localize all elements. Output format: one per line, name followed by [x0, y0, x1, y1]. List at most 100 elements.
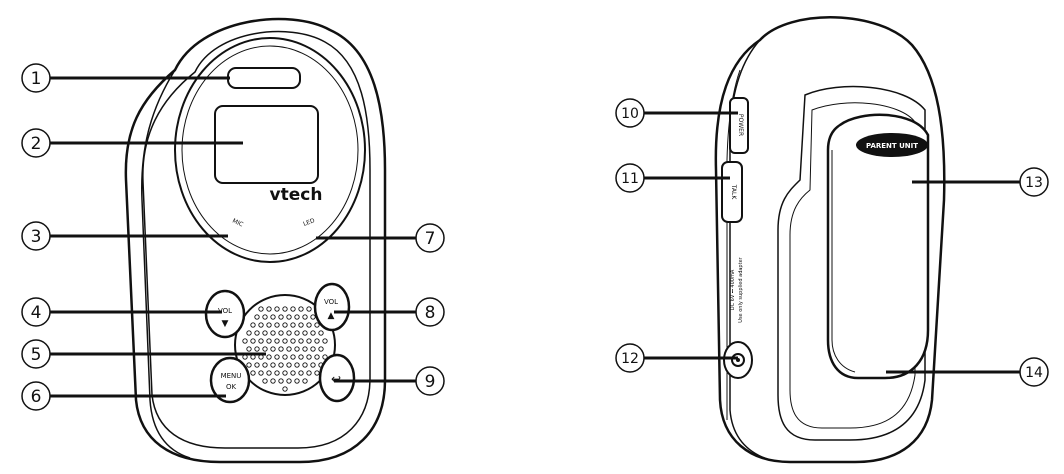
speaker-hole [250, 322, 256, 328]
callout-4: 4 [21, 297, 222, 327]
speaker-hole [278, 346, 284, 352]
callout-13: 13 [912, 167, 1049, 197]
brand-logo: vtech [270, 185, 323, 205]
power-label: POWER [737, 114, 744, 136]
speaker-hole [278, 330, 284, 336]
speaker-hole [274, 370, 280, 376]
belt-clip [826, 113, 930, 380]
down-arrow-icon: ▼ [222, 319, 229, 329]
callout-14-number: 14 [1025, 365, 1043, 381]
speaker-hole [302, 378, 308, 384]
callout-2-number: 2 [31, 134, 42, 154]
callout-12: 12 [615, 343, 738, 373]
speaker-hole [298, 354, 304, 360]
light-sensor-window [227, 67, 301, 89]
speaker-hole [294, 378, 300, 384]
menu-ok-button[interactable]: MENU OK [209, 356, 251, 404]
speaker-hole [262, 362, 268, 368]
back-button[interactable]: ↩ [318, 353, 356, 403]
speaker-hole [290, 306, 296, 312]
speaker-holes [242, 306, 328, 392]
speaker-hole [246, 362, 252, 368]
battery-cover-inner [789, 102, 916, 429]
belt-clip-shading [831, 150, 856, 373]
speaker-hole [310, 330, 316, 336]
speaker-hole [258, 306, 264, 312]
speaker-hole [246, 346, 252, 352]
speaker-hole [322, 338, 328, 344]
led-label: LED [302, 217, 316, 228]
adapter-rating-text: DC 6V ⎓ 400mA [730, 269, 736, 310]
callout-6-number: 6 [31, 387, 42, 407]
speaker-hole [282, 370, 288, 376]
speaker-hole [270, 346, 276, 352]
talk-button[interactable]: TALK [721, 161, 743, 223]
speaker-hole [274, 338, 280, 344]
speaker-hole [298, 338, 304, 344]
callout-4-number: 4 [31, 303, 42, 323]
speaker-hole [306, 354, 312, 360]
speaker-hole [254, 314, 260, 320]
speaker-hole [266, 338, 272, 344]
back-view: POWER TALK DC 6V ⎓ 400mA Use only suppli… [714, 16, 946, 464]
speaker-hole [250, 338, 256, 344]
speaker-hole [298, 370, 304, 376]
callout-10-number: 10 [621, 106, 639, 122]
callout-3-number: 3 [31, 227, 42, 247]
speaker-hole [306, 322, 312, 328]
speaker-hole [246, 330, 252, 336]
speaker-hole [318, 346, 324, 352]
vol-down-button[interactable]: VOL ▼ [204, 289, 246, 339]
callout-1-number: 1 [31, 69, 42, 89]
speaker-hole [262, 330, 268, 336]
speaker-hole [270, 378, 276, 384]
front-view: vtech MIC LED VOL ▼ MENU OK VOL ▲ ↩ [124, 17, 387, 464]
speaker-hole [294, 346, 300, 352]
ok-label: OK [226, 383, 237, 391]
dc-power-jack[interactable] [723, 341, 753, 379]
callout-10: 10 [615, 98, 738, 128]
speaker-hole [270, 330, 276, 336]
callout-8: 8 [334, 297, 445, 327]
speaker-hole [270, 362, 276, 368]
callout-5-number: 5 [31, 345, 42, 365]
speaker-hole [290, 370, 296, 376]
mic-label: MIC [231, 217, 244, 228]
speaker-hole [262, 346, 268, 352]
speaker-hole [282, 338, 288, 344]
vol-up-button[interactable]: VOL ▲ [313, 282, 351, 332]
callout-7-number: 7 [425, 229, 436, 249]
front-face-oval-inner [181, 45, 359, 255]
speaker-hole [274, 322, 280, 328]
speaker-hole [302, 330, 308, 336]
speaker-hole [278, 362, 284, 368]
speaker-hole [286, 330, 292, 336]
back-callouts: 10 11 12 13 14 [615, 98, 1049, 387]
speaker-hole [262, 378, 268, 384]
speaker-hole [322, 354, 328, 360]
speaker-hole [282, 306, 288, 312]
callout-5: 5 [21, 339, 266, 369]
speaker-hole [286, 314, 292, 320]
speaker-hole [258, 322, 264, 328]
speaker-hole [266, 306, 272, 312]
speaker-grille [234, 294, 336, 396]
callout-13-number: 13 [1025, 175, 1043, 191]
parent-unit-badge: PARENT UNIT [856, 133, 928, 157]
speaker-hole [250, 370, 256, 376]
speaker-hole [278, 378, 284, 384]
speaker-hole [290, 338, 296, 344]
speaker-hole [302, 362, 308, 368]
up-arrow-icon: ▲ [328, 311, 335, 321]
speaker-hole [274, 306, 280, 312]
adapter-warning-text: Use only supplied adapter [738, 256, 744, 322]
speaker-hole [254, 346, 260, 352]
speaker-hole [314, 338, 320, 344]
speaker-hole [254, 330, 260, 336]
callout-2: 2 [21, 128, 243, 158]
speaker-hole [278, 314, 284, 320]
callout-12-number: 12 [621, 351, 639, 367]
power-button[interactable]: POWER [729, 97, 749, 154]
speaker-hole [286, 362, 292, 368]
